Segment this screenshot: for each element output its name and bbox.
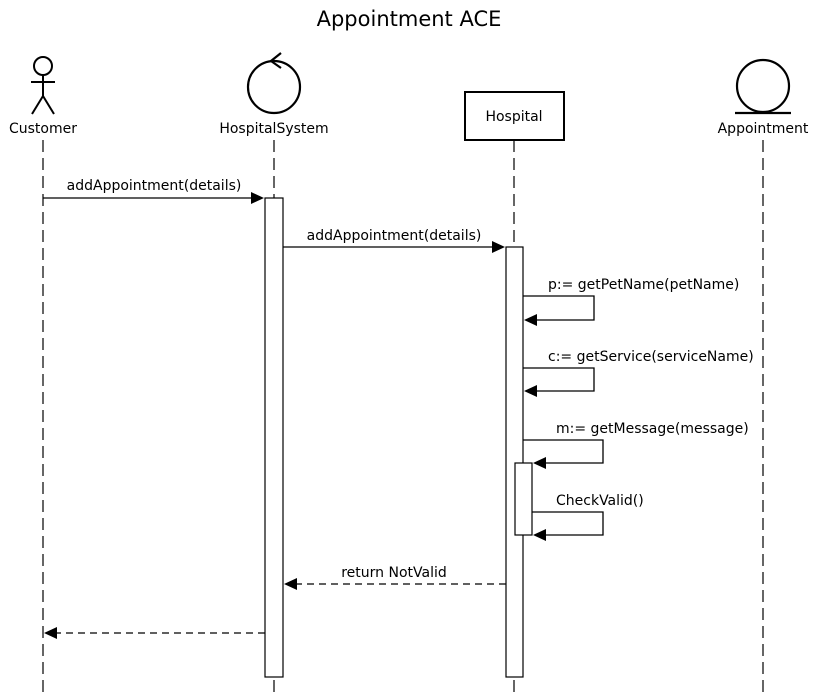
message-label: c:= getService(serviceName) bbox=[548, 349, 754, 365]
arrowhead-icon bbox=[524, 385, 537, 397]
message-line bbox=[523, 295, 595, 321]
arrowhead-icon bbox=[533, 529, 546, 541]
arrowhead-icon bbox=[284, 578, 297, 590]
participant-label-hospitalsystem: HospitalSystem bbox=[219, 121, 328, 137]
activation-hospitalsystem bbox=[264, 197, 284, 678]
participant-label-customer: Customer bbox=[9, 121, 77, 137]
arrowhead-icon bbox=[44, 627, 57, 639]
message-label: CheckValid() bbox=[556, 493, 644, 509]
message-label: p:= getPetName(petName) bbox=[548, 277, 739, 293]
participant-label-hospital: Hospital bbox=[485, 109, 542, 125]
hospital-box bbox=[464, 91, 565, 141]
message-return-not-valid[interactable]: return NotValid bbox=[284, 565, 506, 590]
arrowhead-icon bbox=[492, 241, 505, 253]
participant-appointment[interactable]: Appointment bbox=[718, 58, 809, 137]
message-line bbox=[523, 439, 604, 464]
message-label: addAppointment(details) bbox=[307, 228, 482, 244]
participant-customer[interactable]: Customer bbox=[9, 56, 77, 137]
participant-label-appointment: Appointment bbox=[718, 121, 809, 137]
arrowhead-icon bbox=[251, 192, 264, 204]
message-label: addAppointment(details) bbox=[67, 178, 242, 194]
activation-hospital-nested bbox=[514, 462, 533, 536]
message-return-customer[interactable] bbox=[44, 627, 265, 639]
message-label: m:= getMessage(message) bbox=[556, 421, 749, 437]
activation-hospital bbox=[505, 246, 524, 678]
message-line bbox=[532, 511, 604, 536]
message-get-pet-name[interactable]: p:= getPetName(petName) bbox=[523, 277, 739, 326]
participant-hospitalsystem[interactable]: HospitalSystem bbox=[219, 52, 329, 137]
message-check-valid[interactable]: CheckValid() bbox=[532, 493, 644, 541]
message-get-message[interactable]: m:= getMessage(message) bbox=[523, 421, 749, 469]
participant-hospital[interactable]: Hospital bbox=[464, 91, 565, 141]
message-add-appointment-1[interactable]: addAppointment(details) bbox=[43, 178, 264, 204]
actor-icon bbox=[31, 56, 55, 115]
message-label: return NotValid bbox=[341, 565, 447, 581]
entity-icon bbox=[735, 58, 791, 115]
message-get-service[interactable]: c:= getService(serviceName) bbox=[523, 349, 754, 397]
diagram-title: Appointment ACE bbox=[317, 7, 502, 31]
arrowhead-icon bbox=[533, 457, 546, 469]
control-icon bbox=[246, 52, 302, 115]
message-add-appointment-2[interactable]: addAppointment(details) bbox=[283, 228, 505, 253]
arrowhead-icon bbox=[524, 314, 537, 326]
message-line bbox=[523, 367, 595, 392]
